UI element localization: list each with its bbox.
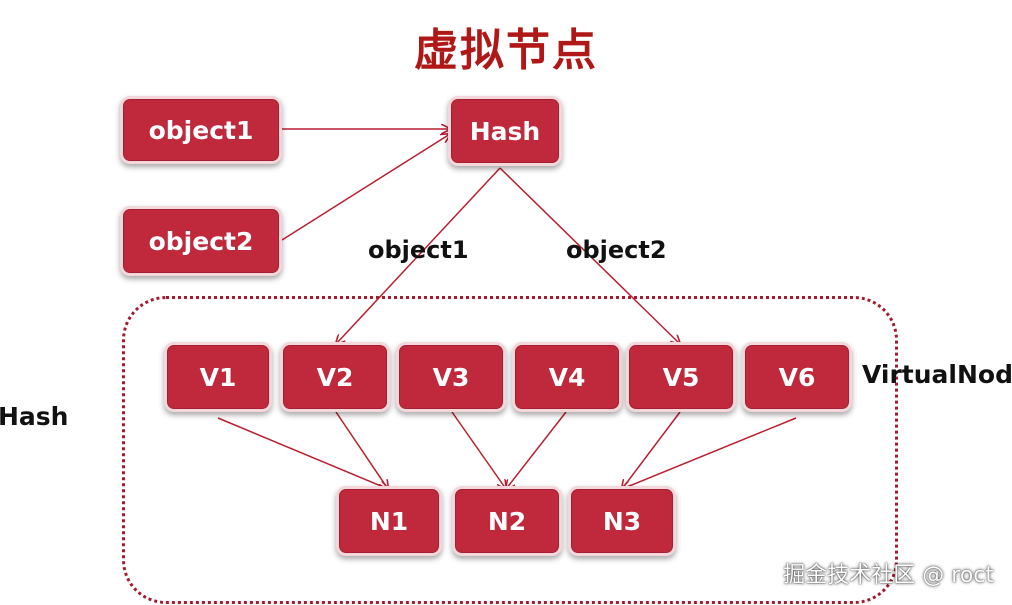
side-label-virtual-node: VirtualNode (862, 360, 1012, 389)
physical-node-n3: N3 (568, 486, 676, 556)
virtual-node-v1: V1 (164, 342, 272, 412)
arrow-hash-to-v2 (336, 167, 501, 344)
diagram-title: 虚拟节点 (414, 25, 598, 76)
side-label-hash: Hash (0, 402, 69, 431)
object2-node: object2 (120, 206, 282, 276)
virtual-node-v4: V4 (512, 342, 622, 412)
physical-node-n1: N1 (336, 486, 442, 556)
arrow-v5-to-n3 (622, 411, 681, 489)
arrow-v3-to-n2 (451, 411, 506, 489)
watermark: 掘金技术社区 @ roct (783, 563, 994, 588)
virtual-node-v5: V5 (626, 342, 736, 412)
edge-label-object2: object2 (566, 236, 667, 264)
physical-node-n2: N2 (452, 486, 562, 556)
object1-node: object1 (120, 96, 282, 164)
edge-label-object1: object1 (368, 236, 469, 264)
arrow-hash-to-v5 (499, 167, 680, 344)
arrow-v2-to-n1 (335, 411, 388, 489)
arrow-v4-to-n2 (506, 411, 567, 489)
arrow-v6-to-n3 (622, 417, 797, 489)
hash-node: Hash (448, 96, 562, 166)
arrow-v1-to-n1 (217, 417, 388, 489)
virtual-node-group-border (122, 296, 898, 604)
arrow-object2-to-hash (281, 134, 450, 241)
virtual-node-v6: V6 (742, 342, 852, 412)
virtual-node-v3: V3 (396, 342, 506, 412)
virtual-node-v2: V2 (280, 342, 390, 412)
